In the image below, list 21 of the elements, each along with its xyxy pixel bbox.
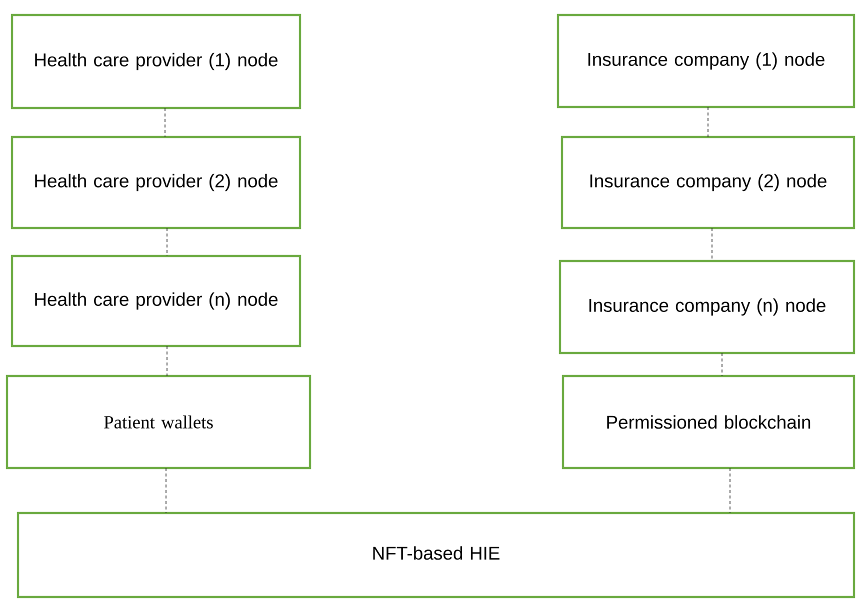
node-label: Health care provider (2) node (35, 174, 278, 192)
node-label: Insurance company (2) node (590, 174, 826, 192)
node-label: Permissioned blockchain (607, 415, 810, 429)
node-box (6, 374, 312, 470)
platform-box (16, 512, 856, 598)
node-label: Insurance company (n) node (589, 298, 826, 316)
node-box (558, 260, 856, 354)
node-label: Patient wallets (104, 415, 213, 428)
node-box (560, 136, 856, 230)
connector-line (164, 108, 166, 138)
connector-line (166, 228, 168, 256)
node-box (562, 374, 856, 470)
node-box (10, 136, 302, 230)
node-box (556, 14, 856, 108)
node-label: Insurance company (1) node (588, 52, 824, 70)
node-label: Health care provider (n) node (35, 292, 278, 310)
node-label: NFT-based HIE (373, 546, 500, 560)
connector-line (166, 346, 168, 376)
node-box (10, 14, 302, 110)
node-label: Health care provider (1) node (35, 52, 278, 70)
node-box (10, 254, 302, 348)
